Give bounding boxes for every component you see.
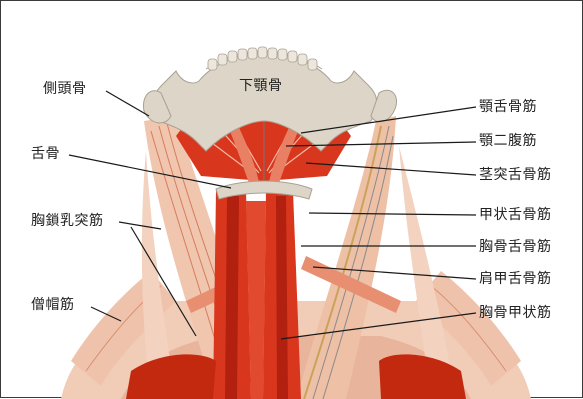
strap-muscles — [213, 191, 301, 399]
label-sternohyoid: 胸骨舌骨筋 — [479, 239, 552, 255]
label-omohyoid: 肩甲舌骨筋 — [479, 271, 552, 287]
label-hyoid: 舌骨 — [31, 146, 60, 162]
label-stylohyoid: 茎突舌骨筋 — [479, 167, 552, 183]
hyoid-bone — [216, 181, 312, 199]
label-trapezius: 僧帽筋 — [31, 297, 75, 313]
label-mylohyoid: 顎舌骨筋 — [479, 99, 537, 115]
label-thyrohyoid: 甲状舌骨筋 — [479, 207, 552, 223]
label-temporal-bone: 側頭骨 — [43, 81, 87, 97]
label-sternothyroid: 胸骨甲状筋 — [479, 305, 552, 321]
label-mandible: 下顎骨 — [239, 78, 283, 94]
label-sternocleidomastoid: 胸鎖乳突筋 — [31, 213, 104, 229]
label-digastric: 顎二腹筋 — [479, 133, 537, 149]
